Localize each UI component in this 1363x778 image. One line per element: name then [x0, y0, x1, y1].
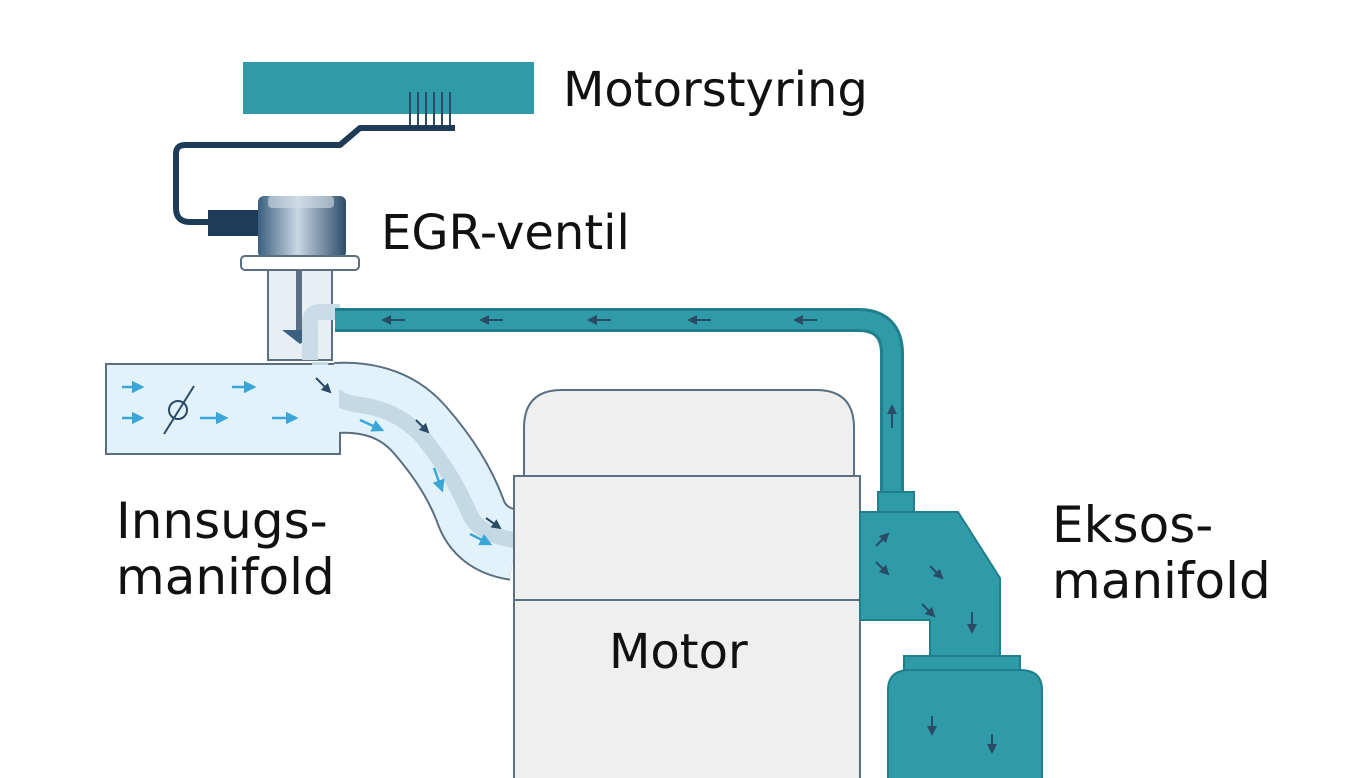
- label-innsugsmanifold-line1: Innsugs-: [116, 492, 328, 550]
- label-motor: Motor: [609, 624, 748, 680]
- intake-manifold: [105, 361, 522, 581]
- ecu-block: [243, 62, 534, 125]
- label-innsugsmanifold-line2: manifold: [116, 548, 335, 606]
- control-wire: [173, 125, 455, 225]
- label-eksosmanifold: Eksos- manifold: [1052, 497, 1271, 609]
- intake-flow-arrows: [122, 380, 493, 546]
- label-egr-ventil: EGR-ventil: [381, 205, 630, 261]
- exhaust-flow-arrows: [875, 532, 997, 754]
- exhaust-manifold: [859, 491, 1043, 778]
- label-innsugsmanifold: Innsugs- manifold: [116, 493, 335, 605]
- egr-valve: [208, 196, 360, 361]
- label-eksosmanifold-line2: manifold: [1052, 552, 1271, 610]
- egr-flow-arrows: [381, 315, 897, 428]
- label-eksosmanifold-line1: Eksos-: [1052, 496, 1214, 554]
- label-motorstyring: Motorstyring: [563, 62, 868, 118]
- throttle-icon: [163, 385, 195, 435]
- engine: [513, 389, 861, 778]
